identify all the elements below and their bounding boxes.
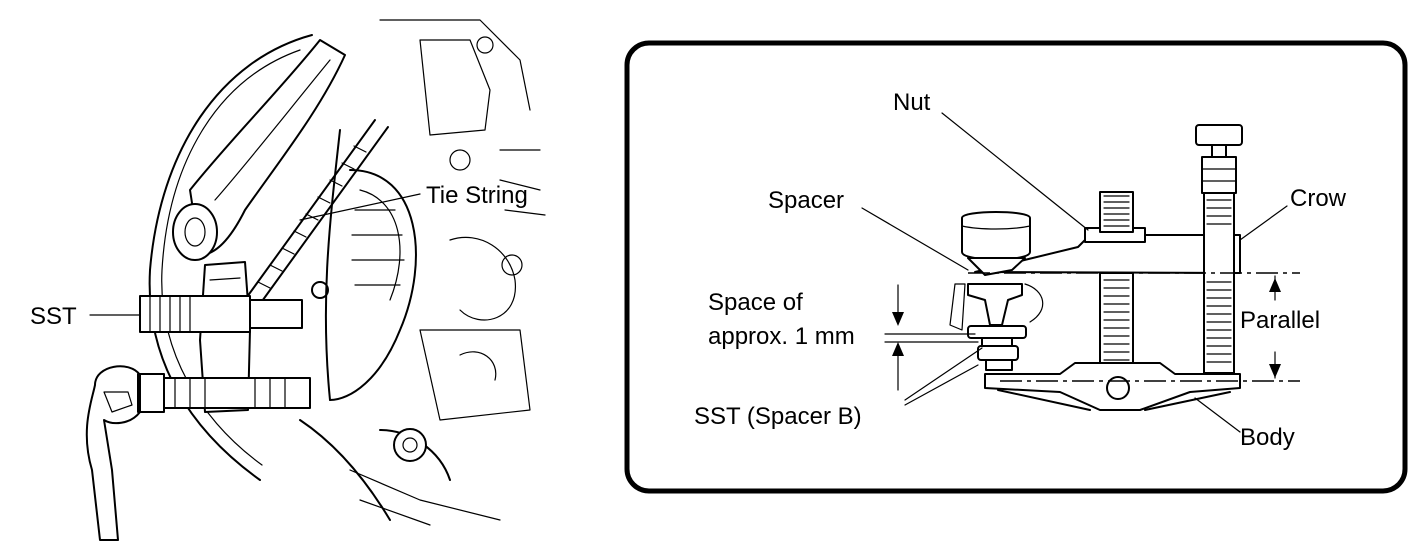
crow-label: Crow — [1290, 185, 1347, 212]
spacer-label: Spacer — [768, 187, 844, 214]
sst-spacer-b-label: SST (Spacer B) — [694, 403, 862, 430]
spacer-top — [961, 211, 1031, 261]
parallel-label: Parallel — [1240, 307, 1320, 334]
left-illustration — [85, 19, 546, 541]
adjust-knob — [1195, 124, 1243, 146]
brake-disc — [148, 34, 313, 481]
tie-string-label: Tie String — [426, 182, 528, 209]
nut-label: Nut — [893, 89, 931, 116]
sst-upper-bolt — [139, 295, 251, 333]
right-illustration — [861, 112, 1300, 433]
wrench — [85, 365, 141, 541]
sst-lower-bolt — [159, 377, 311, 409]
space-label-line1: Space of — [708, 289, 803, 316]
body-label: Body — [1240, 424, 1295, 451]
center-bolt — [1099, 191, 1134, 233]
control-arm — [189, 39, 346, 256]
space-label-line2: approx. 1 mm — [708, 323, 855, 350]
sst-label: SST — [30, 303, 77, 330]
spacer-b-upper — [967, 325, 1027, 339]
right-screw — [1203, 192, 1235, 374]
spacer-b-lower — [977, 345, 1019, 361]
